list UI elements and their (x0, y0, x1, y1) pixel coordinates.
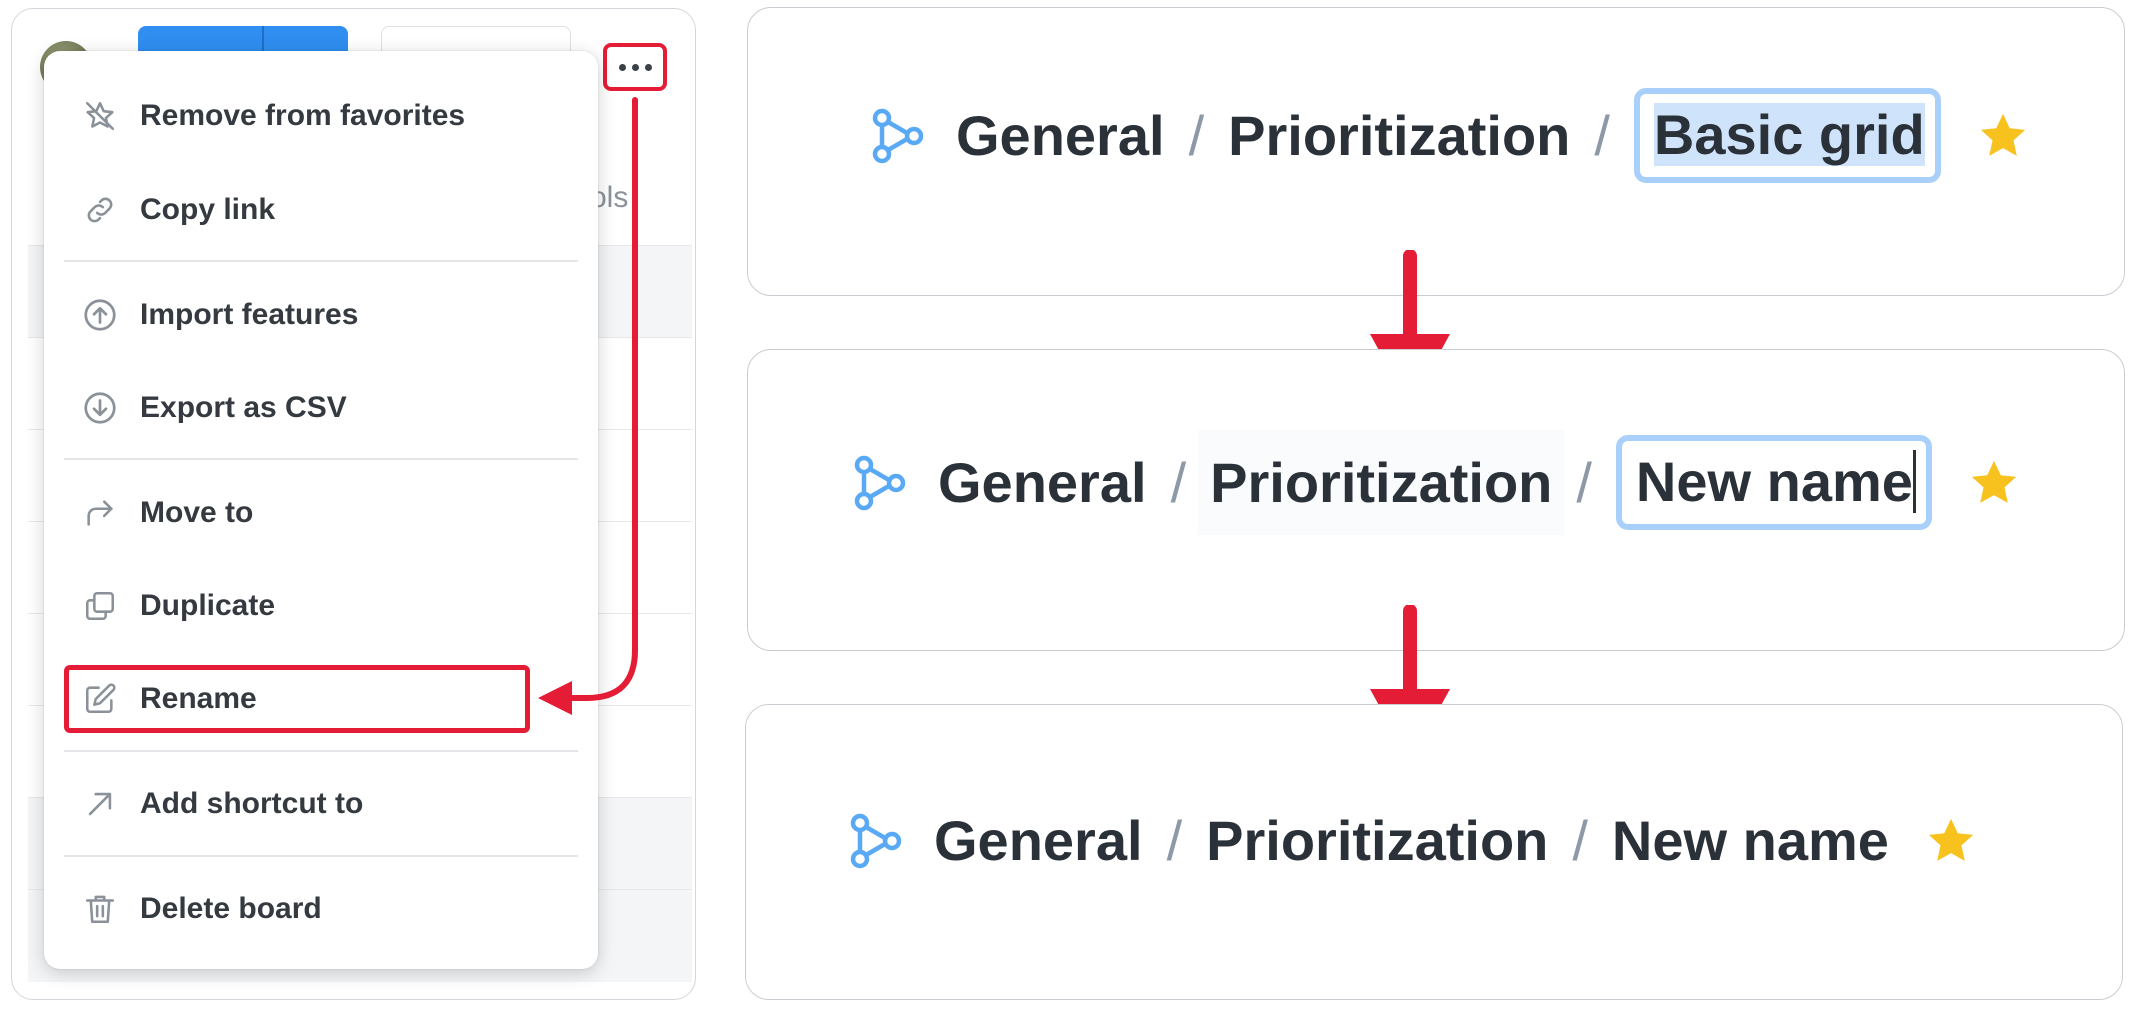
dot-icon (631, 63, 639, 71)
breadcrumb-folder[interactable]: Prioritization (1228, 104, 1571, 167)
menu-item-remove-favorites[interactable]: Remove from favorites (64, 82, 578, 150)
menu-item-label: Rename (140, 682, 257, 715)
more-options-button[interactable] (603, 43, 667, 91)
dot-icon (644, 63, 652, 71)
step-card-1: General / Prioritization / Basic grid (747, 7, 2125, 296)
menu-item-add-shortcut[interactable]: Add shortcut to (64, 770, 578, 838)
star-off-icon (80, 96, 120, 136)
menu-item-label: Export as CSV (140, 391, 347, 424)
breadcrumb-workspace[interactable]: General (938, 451, 1147, 514)
board-name-input[interactable]: Basic grid (1633, 88, 1941, 183)
menu-item-duplicate[interactable]: Duplicate (64, 572, 578, 640)
breadcrumb-folder[interactable]: Prioritization (1198, 430, 1565, 535)
menu-item-label: Remove from favorites (140, 99, 466, 132)
edit-icon (80, 679, 120, 719)
step-card-3: General / Prioritization / New name (745, 704, 2123, 1000)
menu-item-label: Copy link (140, 193, 276, 226)
menu-item-move-to[interactable]: Move to (64, 479, 578, 547)
board-icon (850, 454, 908, 512)
trash-icon (80, 889, 120, 929)
menu-divider (64, 750, 578, 752)
menu-item-rename[interactable]: Rename (64, 665, 578, 733)
breadcrumb-separator: / (1594, 104, 1610, 167)
breadcrumb-workspace[interactable]: General (956, 104, 1165, 167)
breadcrumb-separator: / (1170, 451, 1187, 514)
breadcrumb: General / Prioritization / Basic grid (868, 88, 2031, 183)
arrow-up-right-icon (80, 784, 120, 824)
menu-item-label: Duplicate (140, 589, 276, 622)
breadcrumb: General / Prioritization / New name (850, 430, 2022, 535)
share-arrow-icon (80, 493, 120, 533)
menu-item-label: Delete board (140, 892, 322, 925)
star-icon[interactable] (1975, 108, 2031, 164)
menu-divider (64, 260, 578, 262)
menu-divider (64, 855, 578, 857)
star-icon[interactable] (1966, 455, 2022, 511)
copy-icon (80, 586, 120, 626)
board-name-text: Basic grid (1653, 103, 1925, 166)
rename-highlight-box (64, 665, 530, 733)
menu-item-copy-link[interactable]: Copy link (64, 176, 578, 244)
board-name-text: New name (1635, 450, 1916, 513)
menu-divider (64, 458, 578, 460)
menu-item-export-csv[interactable]: Export as CSV (64, 374, 578, 442)
menu-item-delete-board[interactable]: Delete board (64, 875, 578, 943)
step-card-2: General / Prioritization / New name (747, 349, 2125, 651)
menu-item-label: Add shortcut to (140, 787, 364, 820)
download-icon (80, 388, 120, 428)
breadcrumb-folder[interactable]: Prioritization (1206, 809, 1549, 872)
breadcrumb-workspace[interactable]: General (934, 809, 1143, 872)
board-icon (846, 812, 904, 870)
board-name[interactable]: New name (1611, 809, 1889, 872)
upload-icon (80, 295, 120, 335)
breadcrumb-separator: / (1188, 104, 1205, 167)
board-icon (868, 107, 926, 165)
star-icon[interactable] (1923, 813, 1979, 869)
board-context-menu: Remove from favorites Copy link Import f… (44, 51, 598, 969)
dot-icon (618, 63, 626, 71)
menu-item-label: Move to (140, 496, 254, 529)
breadcrumb-separator: / (1166, 809, 1183, 872)
board-name-input[interactable]: New name (1615, 435, 1932, 530)
breadcrumb: General / Prioritization / New name (846, 808, 1979, 873)
breadcrumb-separator: / (1576, 451, 1592, 514)
link-icon (80, 190, 120, 230)
menu-item-import-features[interactable]: Import features (64, 281, 578, 349)
menu-item-label: Import features (140, 298, 359, 331)
breadcrumb-separator: / (1572, 809, 1588, 872)
